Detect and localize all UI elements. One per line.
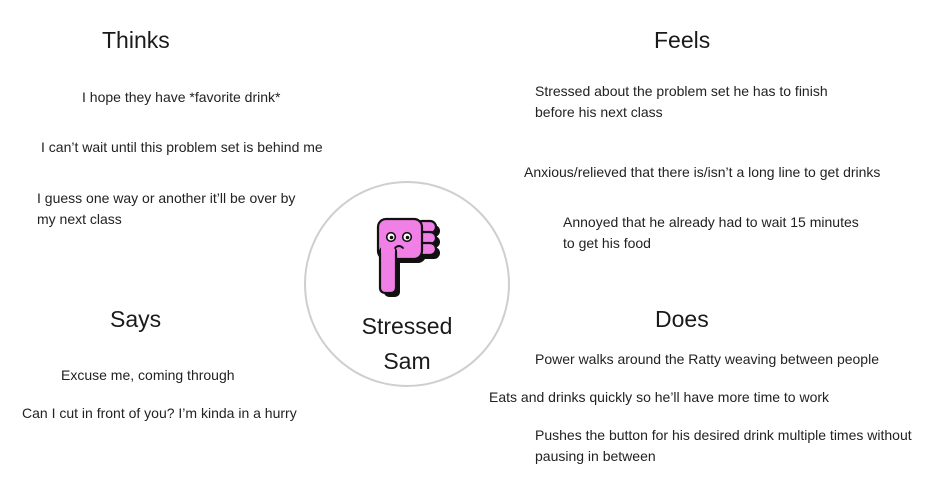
thinks-note-2: I can’t wait until this problem set is b… [41, 139, 323, 155]
does-note-2: Eats and drinks quickly so he’ll have mo… [489, 389, 830, 405]
does-heading: Does [655, 306, 709, 332]
says-heading: Says [110, 306, 162, 332]
thinks-note-1: I hope they have *favorite drink* [82, 89, 281, 105]
feels-note-1-line-1: Stressed about the problem set he has to… [535, 83, 828, 99]
says-note-1: Excuse me, coming through [61, 367, 235, 383]
persona-name-line-2: Sam [383, 348, 431, 374]
says-note-2: Can I cut in front of you? I’m kinda in … [22, 405, 297, 421]
persona-name-line-1: Stressed [361, 313, 453, 339]
thumbs-down-mascot-icon [376, 217, 440, 297]
feels-note-1-line-2: before his next class [535, 104, 663, 120]
thinks-note-3-line-2: my next class [37, 211, 122, 227]
does-note-3-line-1: Pushes the button for his desired drink … [535, 427, 912, 443]
feels-note-2: Anxious/relieved that there is/isn’t a l… [524, 164, 881, 180]
feels-heading: Feels [654, 27, 711, 53]
does-note-3-line-2: pausing in between [535, 448, 656, 464]
feels-note-3-line-2: to get his food [563, 235, 651, 251]
feels-note-3-line-1: Annoyed that he already had to wait 15 m… [563, 214, 859, 230]
does-note-1: Power walks around the Ratty weaving bet… [535, 351, 879, 367]
thinks-heading: Thinks [102, 27, 170, 53]
persona-circle: Stressed Sam [304, 181, 510, 387]
thinks-note-3-line-1: I guess one way or another it’ll be over… [37, 190, 296, 206]
